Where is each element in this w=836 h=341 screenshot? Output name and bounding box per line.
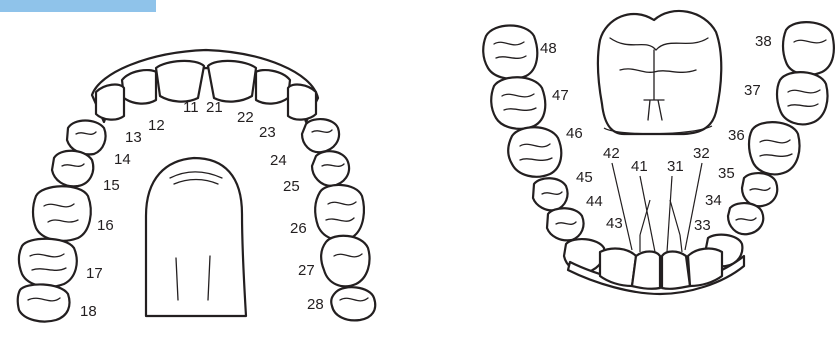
tooth-21 [206, 59, 258, 103]
label-27: 27 [298, 262, 315, 279]
label-22: 22 [237, 109, 254, 126]
tooth-28 [330, 286, 377, 322]
label-12: 12 [148, 117, 165, 134]
tooth-23 [286, 83, 318, 121]
tooth-15 [50, 149, 95, 188]
tooth-16 [31, 185, 92, 242]
label-15: 15 [103, 177, 120, 194]
label-44: 44 [586, 193, 603, 210]
label-45: 45 [576, 169, 593, 186]
tooth-36 [747, 121, 801, 176]
tooth-37 [775, 71, 829, 126]
tooth-45 [531, 177, 569, 212]
leader-43-b [639, 199, 651, 236]
tooth-41 [630, 250, 662, 290]
tooth-32 [686, 247, 724, 288]
label-37: 37 [744, 82, 761, 99]
label-46: 46 [566, 125, 583, 142]
label-21: 21 [206, 99, 223, 116]
tooth-44 [545, 207, 585, 242]
tooth-47 [490, 76, 547, 130]
tooth-42 [598, 247, 638, 288]
upper-arch [16, 48, 377, 323]
leader-32 [684, 162, 703, 251]
tooth-22 [254, 69, 292, 105]
tooth-31 [660, 250, 692, 290]
label-48: 48 [540, 40, 557, 57]
label-36: 36 [728, 127, 745, 144]
label-38: 38 [755, 33, 772, 50]
leader-33-b [669, 199, 681, 236]
label-34: 34 [705, 192, 722, 209]
tooth-14 [65, 119, 107, 156]
label-25: 25 [283, 178, 300, 195]
label-16: 16 [97, 217, 114, 234]
tooth-26 [314, 183, 365, 242]
label-41: 41 [631, 158, 648, 175]
label-24: 24 [270, 152, 287, 169]
label-31: 31 [667, 158, 684, 175]
tooth-13 [94, 83, 126, 121]
label-23: 23 [259, 124, 276, 141]
leader-31 [666, 175, 673, 253]
label-17: 17 [86, 265, 103, 282]
tooth-18 [16, 283, 71, 323]
lower-arch [482, 9, 835, 296]
label-32: 32 [693, 145, 710, 162]
label-43: 43 [606, 215, 623, 232]
tooth-46 [507, 126, 563, 178]
lower-fissures [493, 39, 827, 225]
tooth-11 [154, 59, 206, 103]
leader-42 [611, 162, 633, 251]
corner-tab [0, 0, 156, 12]
tooth-27 [320, 234, 371, 288]
label-42: 42 [603, 145, 620, 162]
occlusal-molar-view [596, 9, 723, 136]
upper-fissures [27, 129, 369, 302]
label-35: 35 [718, 165, 735, 182]
tooth-12 [120, 69, 158, 105]
label-14: 14 [114, 151, 131, 168]
tooth-34 [726, 202, 765, 236]
tooth-48 [482, 24, 539, 80]
label-13: 13 [125, 129, 142, 146]
tooth-38 [781, 21, 835, 76]
leader-41 [639, 175, 656, 253]
label-33: 33 [694, 217, 711, 234]
label-11: 11 [183, 99, 199, 116]
tooth-17 [17, 237, 78, 288]
label-26: 26 [290, 220, 307, 237]
leader-33-a [679, 234, 683, 253]
tooth-24 [300, 118, 341, 154]
occlusal-molar-base [603, 125, 713, 135]
occlusal-molar-fissures [609, 37, 709, 121]
tongue-lines [169, 171, 223, 301]
label-47: 47 [552, 87, 569, 104]
label-18: 18 [80, 303, 97, 320]
label-28: 28 [307, 296, 324, 313]
tooth-25 [310, 150, 351, 188]
tongue-outline [144, 156, 248, 318]
